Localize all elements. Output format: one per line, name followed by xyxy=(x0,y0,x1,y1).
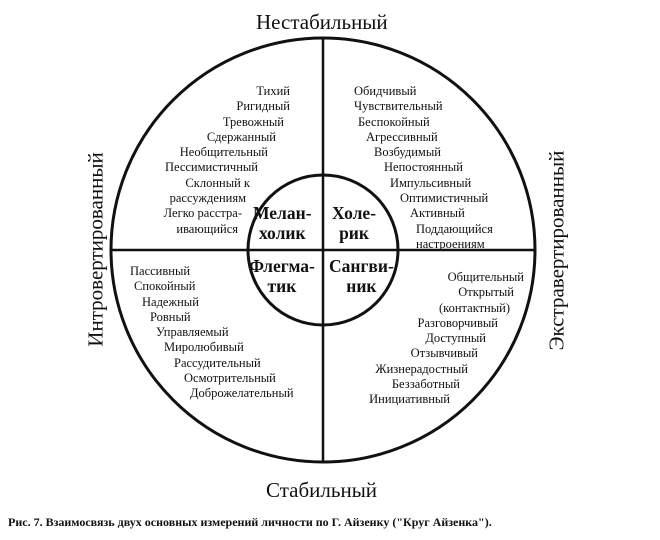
trait-label: Управляемый xyxy=(156,325,229,340)
temperament-melancholic-line1: Мелан- xyxy=(253,203,312,223)
trait-label: Открытый xyxy=(458,285,514,300)
trait-label: Сдержанный xyxy=(206,129,276,144)
trait-label: Агрессивный xyxy=(366,129,438,144)
trait-label: Тревожный xyxy=(222,114,284,129)
temperament-melancholic-line2: холик xyxy=(258,223,306,243)
trait-label: Обидчивый xyxy=(354,84,417,98)
trait-label: Осмотрительный xyxy=(184,371,276,386)
trait-label: Рассудительный xyxy=(174,355,261,370)
temperament-sanguine-line1: Сангви- xyxy=(329,256,394,276)
trait-label: Надежный xyxy=(142,294,199,309)
temperament-choleric-line1: Холе- xyxy=(332,203,377,223)
trait-label: (контактный) xyxy=(438,300,510,315)
trait-label: Беззаботный xyxy=(391,377,460,392)
trait-label: Миролюбивый xyxy=(164,340,244,355)
trait-label: Доброжелательный xyxy=(190,386,294,401)
trait-label: Поддающийся xyxy=(416,221,493,236)
temperament-sanguine-line2: ник xyxy=(346,276,377,296)
trait-label: Разговорчивый xyxy=(417,315,498,330)
trait-label: Легко расстра- xyxy=(163,206,242,221)
trait-label: Беспокойный xyxy=(358,114,430,129)
axis-label-unstable: Нестабильный xyxy=(256,10,388,34)
trait-label: Пессимистичный xyxy=(164,160,258,175)
trait-label: Спокойный xyxy=(134,279,196,294)
trait-label: Общительный xyxy=(447,270,524,284)
trait-label: ивающийся xyxy=(176,221,238,236)
trait-label: Чувствительный xyxy=(354,99,443,114)
trait-label: Активный xyxy=(410,206,465,221)
trait-label: Непостоянный xyxy=(384,160,463,175)
axis-label-introverted: Интровертированный xyxy=(83,152,108,347)
figure-caption: Рис. 7. Взаимосвязь двух основных измере… xyxy=(8,515,492,529)
trait-label: Ригидный xyxy=(236,99,290,114)
axis-label-stable: Стабильный xyxy=(266,478,378,502)
temperament-phlegmatic-line2: тик xyxy=(267,276,297,296)
temperament-choleric-line2: рик xyxy=(339,223,369,243)
trait-label: Необщительный xyxy=(179,145,268,160)
trait-label: рассуждениям xyxy=(169,191,246,206)
trait-label: Импульсивный xyxy=(390,175,472,190)
trait-label: Тихий xyxy=(256,84,290,98)
trait-label: Доступный xyxy=(425,331,486,346)
trait-label: Склонный к xyxy=(185,175,250,190)
temperament-phlegmatic-line1: Флегма- xyxy=(249,256,315,276)
trait-label: Ровный xyxy=(150,309,191,324)
trait-label: Возбудимый xyxy=(374,145,441,160)
trait-label: Отзывчивый xyxy=(410,346,478,361)
temperament-choleric: Холе- рик xyxy=(332,203,376,243)
axis-label-extraverted: Экстравертированный xyxy=(544,150,569,351)
temperament-phlegmatic: Флегма- тик xyxy=(249,256,315,296)
temperament-melancholic: Мелан- холик xyxy=(253,203,312,243)
temperament-sanguine: Сангви- ник xyxy=(329,256,394,296)
trait-label: настроениям xyxy=(416,236,485,251)
trait-label: Пассивный xyxy=(130,264,191,278)
trait-label: Жизнерадостный xyxy=(375,361,468,376)
trait-label: Оптимистичный xyxy=(400,191,489,206)
trait-label: Инициативный xyxy=(369,392,450,407)
